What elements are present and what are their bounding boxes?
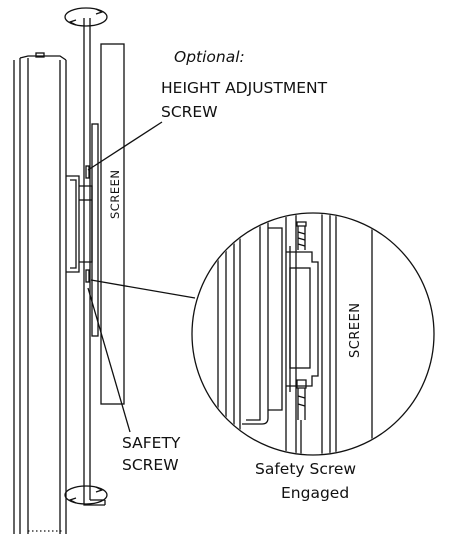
- screen-label-detail: SCREEN: [348, 302, 363, 358]
- height-adjustment-label-screw: SCREW: [161, 103, 218, 121]
- rotate-arrow-icon: [64, 7, 108, 27]
- wall-bracket: [66, 175, 93, 273]
- leader-height-screw: [87, 121, 163, 171]
- screen-outline: [100, 43, 125, 405]
- wall-column: [13, 52, 67, 534]
- detail-circle: [191, 212, 435, 456]
- mounting-rail: [83, 18, 106, 506]
- safety-screw-label: SAFETY: [122, 434, 181, 452]
- leader-detail-top: [90, 279, 196, 299]
- detail-caption: Safety Screw: [255, 460, 357, 478]
- detail-caption-engaged: Engaged: [281, 484, 350, 502]
- screen-label: SCREEN: [108, 169, 122, 219]
- optional-label: Optional:: [174, 48, 245, 66]
- leader-safety-screw: [87, 287, 131, 433]
- safety-screw-label-screw: SCREW: [122, 456, 179, 474]
- height-adjustment-label: HEIGHT ADJUSTMENT: [161, 79, 328, 97]
- screen-back-plate: [91, 123, 99, 337]
- rotate-arrow-icon: [64, 485, 108, 505]
